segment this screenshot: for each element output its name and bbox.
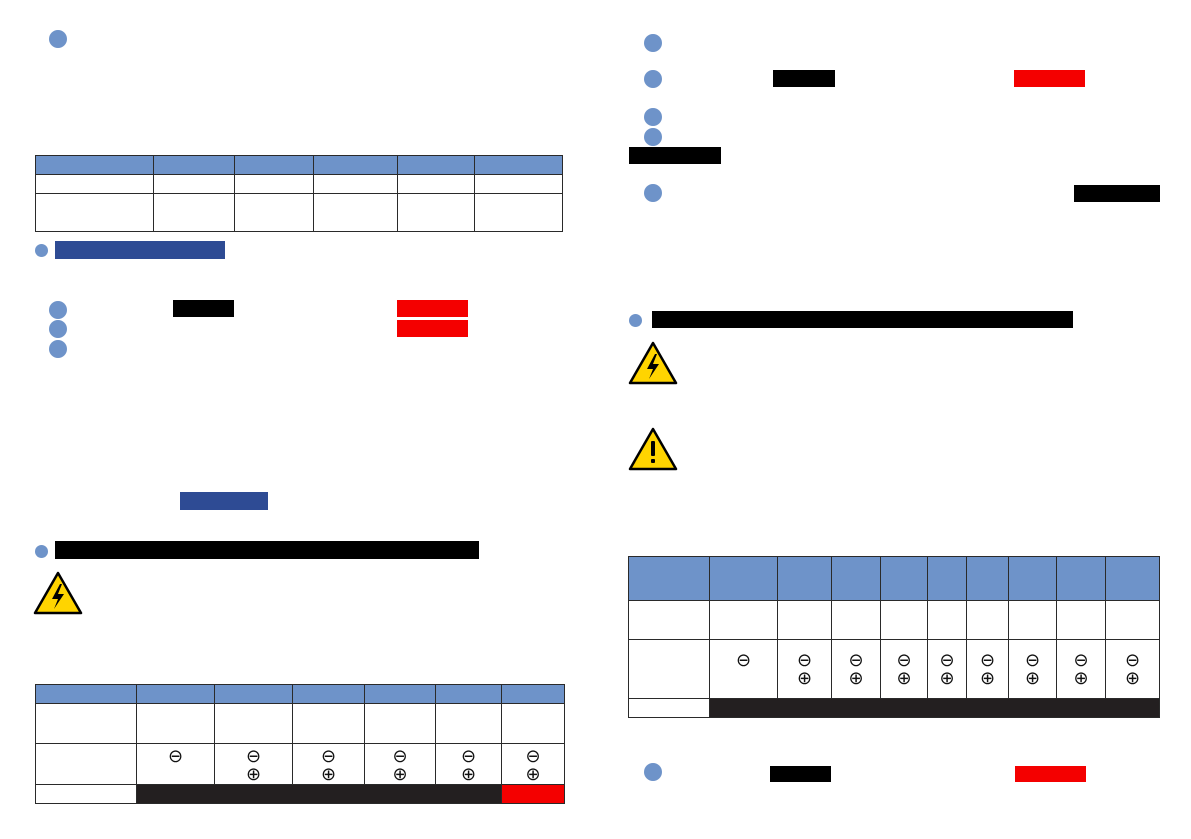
- redacted-label: [773, 70, 835, 87]
- minus-symbol: ⊖: [460, 746, 477, 767]
- redacted-label: [1074, 185, 1160, 202]
- minus-symbol: ⊖: [320, 746, 337, 767]
- bullet-dot: [49, 320, 67, 338]
- table-header-cell: [831, 556, 881, 601]
- table-header-cell: [364, 684, 436, 704]
- table-header-cell: [397, 155, 475, 175]
- redacted-label: [173, 300, 234, 317]
- plus-symbol: ⊕: [796, 668, 813, 689]
- table-header-cell: [501, 684, 565, 704]
- table-header-cell: [927, 556, 967, 601]
- redacted-label: [629, 147, 721, 164]
- redacted-highlight: [1015, 766, 1086, 782]
- table-header-cell: [474, 155, 563, 175]
- table-header-cell: [313, 155, 398, 175]
- redacted-label: [770, 766, 831, 782]
- section-heading-bar: [55, 541, 479, 559]
- bullet-dot: [644, 108, 662, 126]
- table-header-cell: [709, 556, 778, 601]
- plus-symbol: ⊕: [848, 668, 864, 689]
- bullet-dot: [644, 128, 662, 146]
- plus-symbol: ⊕: [1073, 668, 1089, 689]
- plus-symbol: ⊕: [245, 764, 262, 785]
- section-heading-bar: [652, 311, 1073, 328]
- table-header-cell: [628, 556, 710, 601]
- plus-symbol: ⊕: [979, 668, 996, 689]
- minus-symbol: ⊖: [1024, 650, 1041, 671]
- table-header-cell: [1008, 556, 1057, 601]
- polarity-table-right: ⊖ ⊖⊕ ⊖⊕ ⊖⊕ ⊖⊕ ⊖⊕ ⊖⊕ ⊖⊕ ⊖⊕: [628, 556, 1160, 718]
- redacted-highlight: [397, 300, 468, 317]
- plus-symbol: ⊕: [896, 668, 912, 689]
- table-header-cell: [35, 155, 154, 175]
- table-row: [35, 174, 563, 194]
- table-row: [35, 784, 565, 804]
- table-row: ⊖ ⊖⊕ ⊖⊕ ⊖⊕ ⊖⊕ ⊖⊕ ⊖⊕ ⊖⊕ ⊖⊕: [628, 639, 1160, 699]
- bullet-dot: [49, 340, 67, 358]
- plus-symbol: ⊕: [939, 668, 955, 689]
- bullet-dot: [35, 545, 48, 558]
- redacted-highlight: [397, 320, 468, 337]
- section-heading-bar: [55, 241, 225, 259]
- high-voltage-warning-icon: [33, 571, 83, 615]
- table-row: [35, 193, 563, 232]
- bullet-dot: [644, 70, 662, 88]
- table-header-cell: [292, 684, 365, 704]
- bullet-dot: [35, 244, 48, 257]
- table-header-cell: [35, 684, 137, 704]
- table-header-cell: [1105, 556, 1160, 601]
- high-voltage-warning-icon: [628, 341, 678, 385]
- table-header-cell: [880, 556, 928, 601]
- bullet-dot: [629, 314, 642, 327]
- table-header-cell: [777, 556, 832, 601]
- exclamation-warning-icon: [628, 427, 678, 471]
- table-row: [35, 703, 565, 744]
- minus-symbol: ⊖: [848, 650, 864, 671]
- bullet-dot: [49, 301, 67, 319]
- minus-symbol: ⊖: [735, 650, 752, 671]
- minus-symbol: ⊖: [1124, 650, 1141, 671]
- plus-symbol: ⊕: [1124, 668, 1141, 689]
- plus-symbol: ⊕: [392, 764, 408, 785]
- minus-symbol: ⊖: [896, 650, 912, 671]
- bullet-dot: [644, 184, 662, 202]
- minus-symbol: ⊖: [796, 650, 813, 671]
- minus-symbol: ⊖: [245, 746, 262, 767]
- bullet-dot: [644, 763, 662, 781]
- minus-symbol: ⊖: [525, 746, 541, 767]
- plus-symbol: ⊕: [460, 764, 477, 785]
- spec-table-top-left: [35, 155, 563, 232]
- inline-highlight-bar: [180, 492, 268, 510]
- table-header-cell: [966, 556, 1009, 601]
- table-row: [628, 698, 1160, 718]
- redacted-highlight: [1014, 70, 1085, 87]
- table-row: ⊖ ⊖⊕ ⊖⊕ ⊖⊕ ⊖⊕ ⊖⊕: [35, 743, 565, 785]
- table-header-cell: [234, 155, 314, 175]
- plus-symbol: ⊕: [320, 764, 337, 785]
- table-header-cell: [214, 684, 293, 704]
- polarity-table-left: ⊖ ⊖⊕ ⊖⊕ ⊖⊕ ⊖⊕ ⊖⊕: [35, 684, 565, 804]
- minus-symbol: ⊖: [1073, 650, 1089, 671]
- table-header-cell: [435, 684, 502, 704]
- bullet-dot: [49, 30, 67, 48]
- table-header-cell: [153, 155, 235, 175]
- table-row: [628, 600, 1160, 640]
- bullet-dot: [644, 34, 662, 52]
- plus-symbol: ⊕: [1024, 668, 1041, 689]
- minus-symbol: ⊖: [392, 746, 408, 767]
- minus-symbol: ⊖: [167, 746, 184, 767]
- table-header-cell: [1056, 556, 1106, 601]
- table-header-cell: [136, 684, 215, 704]
- minus-symbol: ⊖: [939, 650, 955, 671]
- minus-symbol: ⊖: [979, 650, 996, 671]
- plus-symbol: ⊕: [525, 764, 541, 785]
